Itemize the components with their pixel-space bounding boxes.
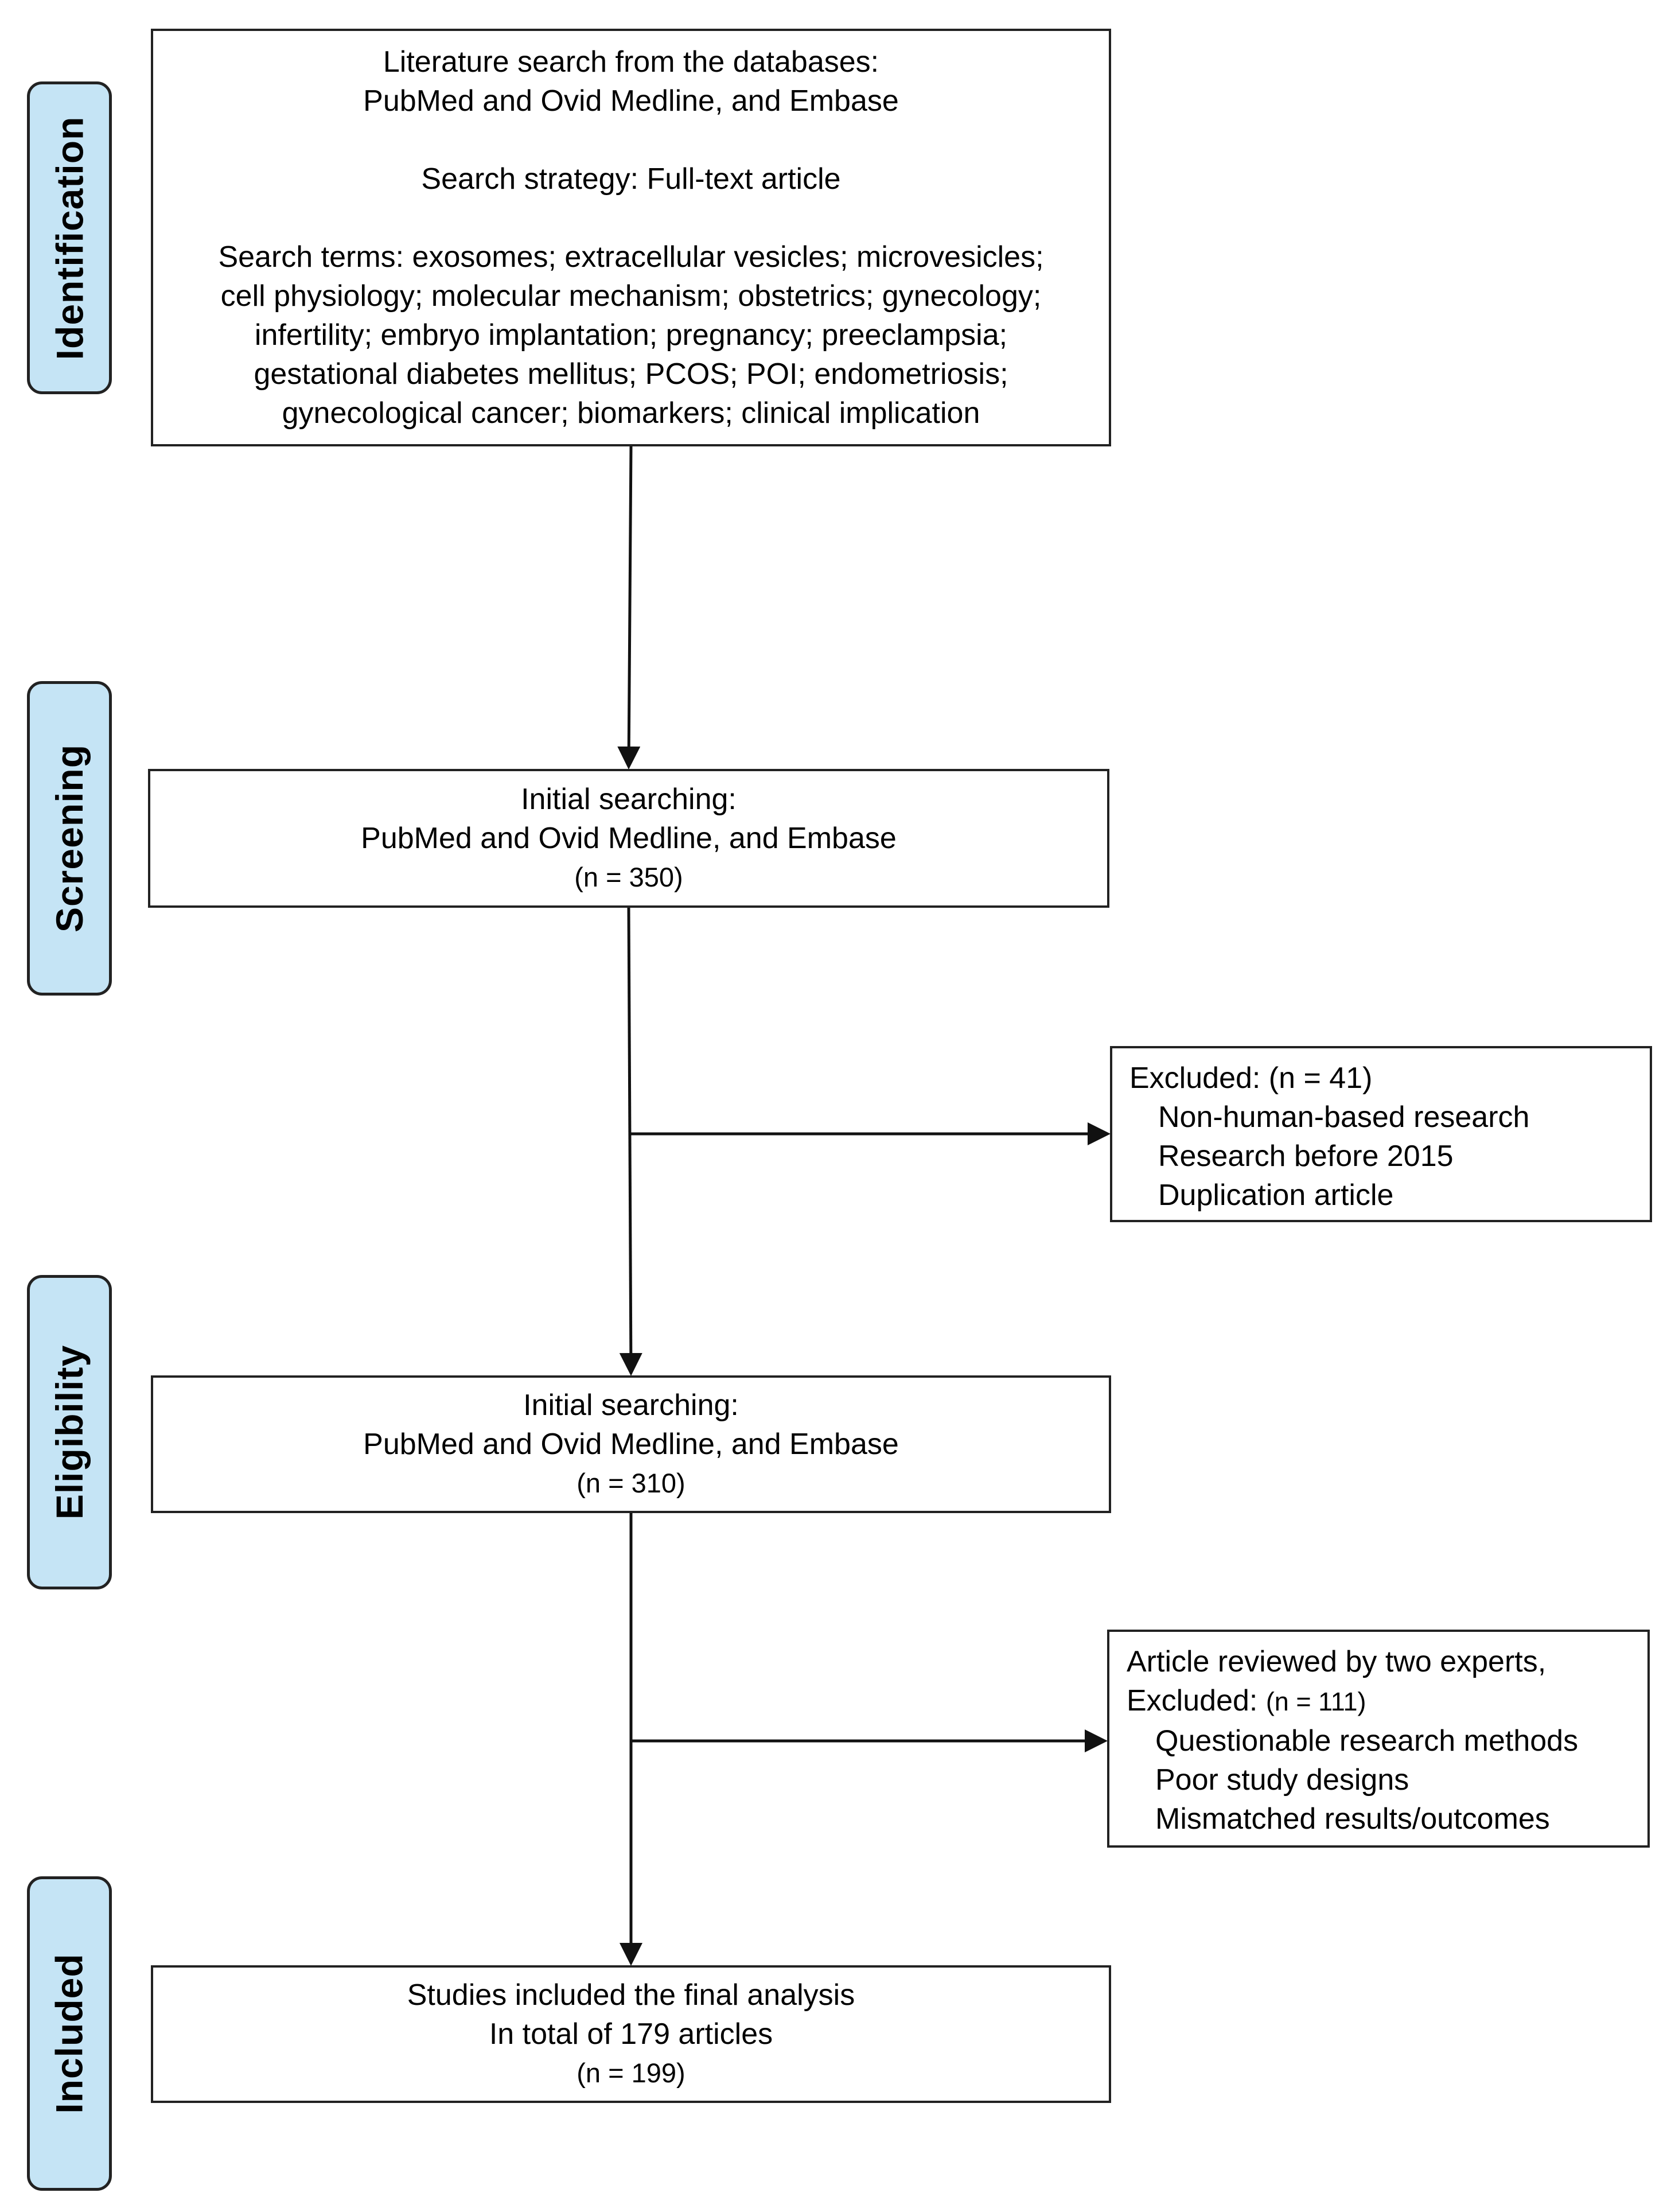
excluded-1-reason: Research before 2015 [1158,1140,1454,1173]
excluded-2-reason: Poor study designs [1155,1763,1409,1797]
identification-box: Literature search from the databases: Pu… [151,29,1111,446]
excluded-2-reason: Mismatched results/outcomes [1155,1802,1550,1836]
excluded-2-header-1: Article reviewed by two experts, [1127,1645,1547,1678]
excluded-1-reason: Non-human-based research [1158,1101,1530,1134]
screening-line-2: PubMed and Ovid Medline, and Embase [361,822,897,855]
identification-line-1: Literature search from the databases: [383,45,879,79]
excluded-1-header: Excluded: (n = 41) [1129,1062,1373,1095]
eligibility-line-2: PubMed and Ovid Medline, and Embase [363,1428,899,1461]
excluded-2-reason: Questionable research methods [1155,1724,1579,1758]
screening-box: Initial searching: PubMed and Ovid Medli… [148,769,1109,908]
eligibility-line-1: Initial searching: [523,1389,739,1422]
search-strategy: Search strategy: Full-text article [421,162,841,196]
eligibility-count: (n = 310) [576,1468,685,1498]
excluded-1-reason: Duplication article [1158,1179,1394,1212]
included-line-1: Studies included the final analysis [407,1978,855,2012]
eligibility-box: Initial searching: PubMed and Ovid Medli… [151,1375,1111,1513]
search-terms-line: gynecological cancer; biomarkers; clinic… [282,396,980,430]
search-terms-line: Search terms: exosomes; extracellular ve… [218,240,1044,274]
arrow-screening-to-eligibility [619,907,642,1376]
excluded-2-label: Excluded: [1127,1684,1266,1717]
excluded-box-2: Article reviewed by two experts, Exclude… [1107,1630,1650,1848]
screening-count: (n = 350) [574,862,683,892]
phase-eligibility: Eligibility [27,1275,112,1589]
phase-identification: Identification [27,81,112,394]
included-line-2: In total of 179 articles [489,2017,773,2051]
included-box: Studies included the final analysis In t… [151,1965,1111,2103]
included-count: (n = 199) [576,2058,685,2088]
arrow-identification-to-screening [617,446,641,769]
excluded-box-1: Excluded: (n = 41) Non-human-based resea… [1110,1046,1652,1222]
excluded-2-count: (n = 111) [1265,1687,1366,1716]
search-terms-line: infertility; embryo implantation; pregna… [254,318,1008,352]
phase-included: Included [27,1876,112,2191]
screening-line-1: Initial searching: [521,783,737,816]
excluded-2-header-2: Excluded: (n = 111) [1127,1681,1647,1721]
identification-line-2: PubMed and Ovid Medline, and Embase [363,84,899,118]
phase-screening: Screening [27,681,112,996]
search-terms-line: gestational diabetes mellitus; PCOS; POI… [254,357,1008,391]
search-terms-line: cell physiology; molecular mechanism; ob… [220,279,1042,313]
